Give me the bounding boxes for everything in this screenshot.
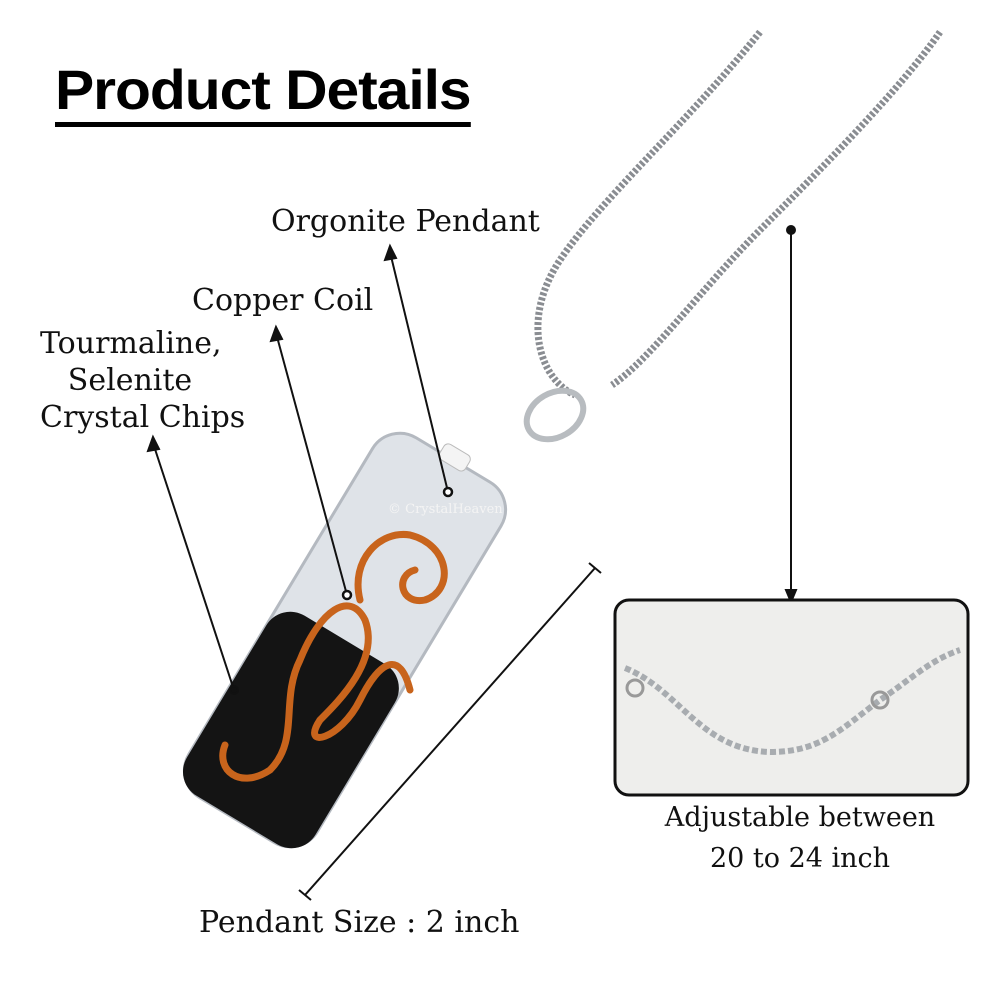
- page-title: Product Details: [55, 58, 472, 127]
- adjustable-length-label: Adjustable between 20 to 24 inch: [650, 797, 950, 879]
- copper-coil: [219, 530, 448, 782]
- copper-coil-label: Copper Coil: [192, 283, 374, 318]
- crystal-label-line: Tourmaline,: [40, 326, 222, 361]
- crystal-label-line: Crystal Chips: [40, 400, 246, 435]
- adjust-line: Adjustable between: [664, 802, 936, 833]
- crystal-label-line: Selenite: [67, 363, 193, 398]
- extension-chain: [623, 647, 961, 756]
- size-dimension-line: [304, 567, 596, 896]
- crystal-chips-label: Tourmaline, Selenite Crystal Chips: [40, 325, 246, 436]
- chain: [534, 29, 943, 399]
- watermark: © CrystalHeaven: [388, 502, 503, 517]
- adjust-line: 20 to 24 inch: [709, 843, 891, 874]
- pendant: [182, 431, 508, 849]
- crystal-callout-line: [152, 442, 235, 691]
- bail-ring: [523, 387, 587, 443]
- copper-callout-line: [275, 332, 348, 596]
- chain-extension-inset: [613, 598, 970, 797]
- orgonite-pendant-label: Orgonite Pendant: [271, 204, 540, 239]
- pendant-size-label: Pendant Size : 2 inch: [199, 905, 520, 940]
- orgonite-callout-line: [389, 251, 449, 493]
